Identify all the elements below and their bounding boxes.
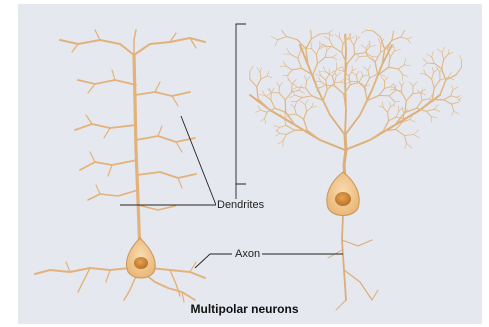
right-axon: [328, 215, 378, 310]
left-neuron: [35, 30, 205, 302]
dendrites-leader-1: [181, 116, 216, 205]
left-soma: [127, 238, 156, 278]
dendrites-bracket: [236, 24, 246, 184]
right-neuron-fine-branches: [250, 30, 462, 149]
diagram-caption: Multipolar neurons: [0, 302, 489, 316]
axon-leader-left: [195, 254, 232, 268]
leader-lines: [120, 24, 343, 268]
dendrites-label: Dendrites: [216, 199, 265, 212]
axon-label: Axon: [234, 248, 261, 261]
right-soma: [327, 172, 359, 216]
